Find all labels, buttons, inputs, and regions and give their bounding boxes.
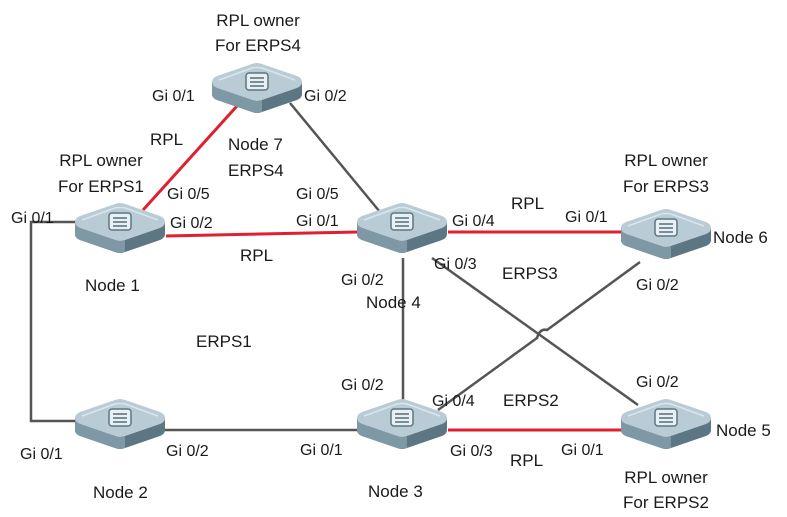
port-label: Gi 0/4 xyxy=(452,213,495,230)
port-label: Gi 0/5 xyxy=(167,186,210,203)
owner-erps1-line1: RPL owner xyxy=(59,151,143,170)
ring-erps2-label: ERPS2 xyxy=(503,391,559,410)
port-label: Gi 0/1 xyxy=(11,210,54,227)
node-labels: Node 7 Node 1 Node 4 Node 6 Node 2 Node … xyxy=(85,135,771,502)
ring-erps1-label: ERPS1 xyxy=(196,332,252,351)
port-label: Gi 0/2 xyxy=(341,377,384,394)
port-label: Gi 0/2 xyxy=(636,277,679,294)
rpl-label-erps3: RPL xyxy=(511,194,544,213)
link-node3-node6 xyxy=(437,260,641,412)
node-7-label: Node 7 xyxy=(228,135,283,154)
ring-erps4-label: ERPS4 xyxy=(228,161,284,180)
network-switch-icon xyxy=(356,202,448,254)
port-labels: Gi 0/1 Gi 0/2 Gi 0/5 Gi 0/5 Gi 0/1 Gi 0/… xyxy=(11,88,679,463)
port-label: Gi 0/2 xyxy=(304,88,347,105)
network-switch-icon xyxy=(211,62,303,114)
rpl-link-node1-node7 xyxy=(141,104,239,212)
node-6-label: Node 6 xyxy=(713,228,768,247)
node-1-label: Node 1 xyxy=(85,276,140,295)
port-label: Gi 0/1 xyxy=(565,209,608,226)
link-node4-node5 xyxy=(431,256,639,407)
port-label: Gi 0/2 xyxy=(341,272,384,289)
rpl-label-erps4: RPL xyxy=(150,130,183,149)
port-label: Gi 0/1 xyxy=(561,442,604,459)
port-label: Gi 0/2 xyxy=(170,215,213,232)
node-3-label: Node 3 xyxy=(368,482,423,501)
link-node7-node4 xyxy=(289,102,381,213)
port-label: Gi 0/4 xyxy=(432,393,475,410)
rpl-label-erps1: RPL xyxy=(240,246,273,265)
port-label: Gi 0/1 xyxy=(296,213,339,230)
port-label: Gi 0/1 xyxy=(20,446,63,463)
port-label: Gi 0/2 xyxy=(166,443,209,460)
owner-erps2-line1: RPL owner xyxy=(624,468,708,487)
ring-erps3-label: ERPS3 xyxy=(502,264,558,283)
rpl-labels: RPL RPL RPL RPL xyxy=(150,130,544,470)
network-switch-icon xyxy=(620,398,712,450)
network-switch-icon xyxy=(74,398,166,450)
port-label: Gi 0/3 xyxy=(450,443,493,460)
port-label: Gi 0/3 xyxy=(434,256,477,273)
port-label: Gi 0/1 xyxy=(300,442,343,459)
owner-erps3-line1: RPL owner xyxy=(624,151,708,170)
node-5-label: Node 5 xyxy=(716,421,771,440)
network-switch-icon xyxy=(74,202,166,254)
link-node1-node2 xyxy=(29,220,79,423)
port-label: Gi 0/5 xyxy=(296,186,339,203)
rpl-label-erps2: RPL xyxy=(510,451,543,470)
switches xyxy=(74,62,712,450)
owner-erps3-line2: For ERPS3 xyxy=(623,177,709,196)
owner-erps1-line2: For ERPS1 xyxy=(58,177,144,196)
node-4-label: Node 4 xyxy=(366,293,421,312)
rpl-link-node1-node4 xyxy=(165,230,359,238)
network-switch-icon xyxy=(620,208,712,260)
owner-erps2-line2: For ERPS2 xyxy=(623,493,709,512)
port-label: Gi 0/1 xyxy=(152,88,195,105)
owner-labels: RPL owner For ERPS4 RPL owner For ERPS1 … xyxy=(58,11,709,512)
owner-erps4-line1: RPL owner xyxy=(216,11,300,30)
port-label: Gi 0/2 xyxy=(636,374,679,391)
links xyxy=(29,102,641,432)
ring-labels: ERPS4 ERPS1 ERPS3 ERPS2 xyxy=(196,161,559,410)
owner-erps4-line2: For ERPS4 xyxy=(215,36,301,55)
node-2-label: Node 2 xyxy=(93,483,148,502)
